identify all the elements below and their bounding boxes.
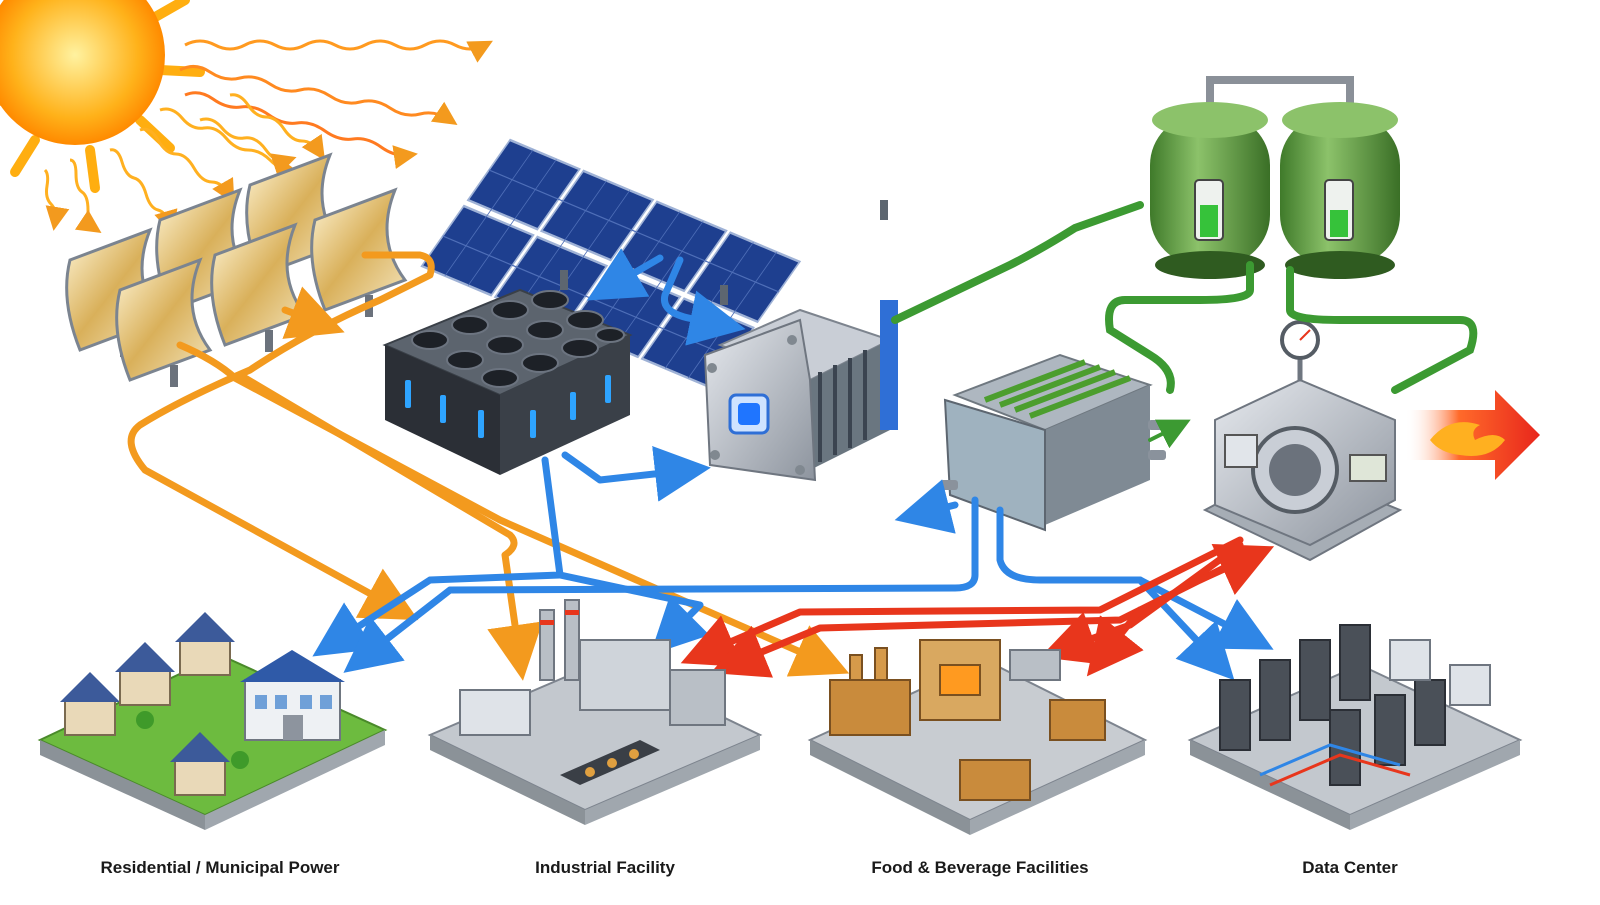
house-icon xyxy=(60,672,120,736)
food-beverage-site xyxy=(807,639,1148,835)
food-beverage-label: Food & Beverage Facilities xyxy=(871,858,1089,877)
house-icon xyxy=(170,732,230,796)
tree-icon xyxy=(136,711,249,769)
fuel-cell-icon xyxy=(940,353,1166,532)
electricity-flows xyxy=(312,248,1274,681)
industrial-facility-site xyxy=(427,599,763,825)
industrial-facility-label: Industrial Facility xyxy=(535,858,675,877)
house-icon xyxy=(175,612,235,676)
municipal-building-icon xyxy=(240,650,345,741)
residential-municipal-site xyxy=(37,612,388,830)
data-center-site xyxy=(1187,624,1523,830)
battery-storage-icon xyxy=(382,288,633,475)
hydrogen-tanks-icon xyxy=(1150,76,1400,279)
sun-icon xyxy=(0,0,205,193)
flame-icon xyxy=(1405,390,1540,480)
data-center-label: Data Center xyxy=(1302,858,1398,877)
solar-thermal-heat-flows xyxy=(127,251,850,681)
electrolyzer-icon xyxy=(703,300,898,482)
house-icon xyxy=(115,642,175,706)
hydrogen-burner-turbine-icon xyxy=(1202,320,1403,562)
residential-municipal-label: Residential / Municipal Power xyxy=(100,858,340,877)
hydrogen-flows xyxy=(891,201,1478,449)
solar-radiation-rays xyxy=(43,39,493,235)
high-temperature-heat-flows xyxy=(680,536,1275,678)
parabolic-trough-collector-icon xyxy=(65,152,408,387)
